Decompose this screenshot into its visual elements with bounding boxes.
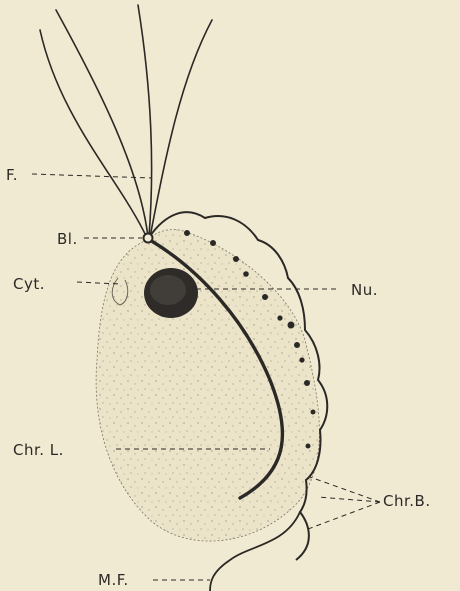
cell-stipple: [96, 230, 319, 541]
nucleus-texture: [150, 275, 186, 305]
label-blepharoplast: Bl.: [57, 230, 78, 248]
flagellum-1: [40, 30, 147, 238]
label-nucleus: Nu.: [351, 281, 378, 299]
flagellum-3: [138, 5, 152, 236]
label-cytostome: Cyt.: [13, 275, 45, 293]
flagellum-2: [56, 10, 148, 237]
blepharoplast: [144, 234, 153, 243]
label-chromidial-line: Chr. L.: [13, 441, 64, 459]
flagellum-4: [150, 20, 212, 237]
label-flagella: F.: [6, 166, 18, 184]
leader-chr-b-1: [310, 477, 380, 502]
label-marginal-flagellum: M.F.: [98, 571, 129, 589]
flagella: [40, 5, 212, 238]
leader-chr-b-2: [318, 497, 380, 502]
leader-chr-b-3: [308, 502, 380, 529]
label-chromidial-bodies: Chr.B.: [383, 492, 431, 510]
